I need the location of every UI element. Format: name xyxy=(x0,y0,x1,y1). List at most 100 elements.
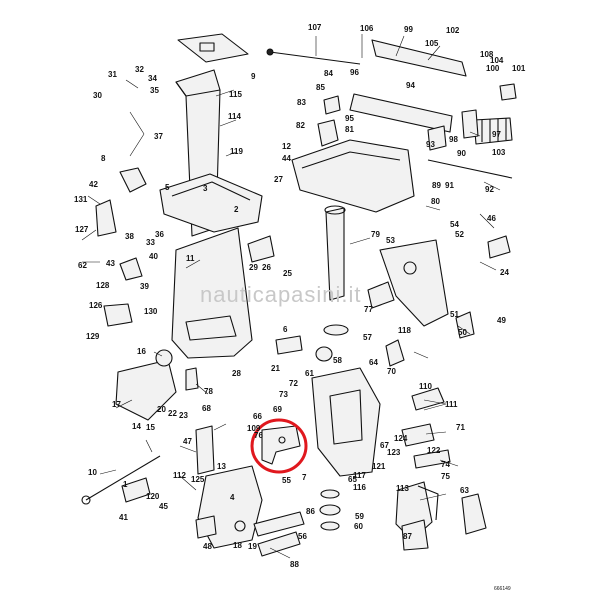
part-number-label-14: 14 xyxy=(132,422,141,431)
part-number-label-6: 6 xyxy=(283,325,288,334)
gearcase-part xyxy=(115,359,177,421)
part-number-label-69: 69 xyxy=(273,405,282,414)
gasket-plate-hole xyxy=(199,42,215,52)
part-number-label-30: 30 xyxy=(93,91,102,100)
tiller-arm-part xyxy=(371,39,467,77)
part-number-label-50: 50 xyxy=(458,328,467,337)
part-number-label-25: 25 xyxy=(283,269,292,278)
part-number-label-20: 20 xyxy=(157,405,166,414)
part-number-label-24: 24 xyxy=(500,268,509,277)
part-number-label-107: 107 xyxy=(308,23,322,32)
part-number-label-124: 124 xyxy=(394,434,408,443)
part-number-label-46: 46 xyxy=(487,214,496,223)
part-number-label-130: 130 xyxy=(144,307,158,316)
part-number-label-54: 54 xyxy=(450,220,459,229)
part-number-label-113: 113 xyxy=(396,484,409,493)
part-number-label-19: 19 xyxy=(248,542,257,551)
part-number-label-82: 82 xyxy=(296,121,305,130)
part-number-label-116: 116 xyxy=(353,483,366,492)
part-number-label-99: 99 xyxy=(404,25,413,34)
part-number-label-112: 112 xyxy=(173,471,186,480)
part-number-label-29: 29 xyxy=(249,263,258,272)
part-number-label-63: 63 xyxy=(460,486,469,495)
drawing-code: 666149 xyxy=(494,586,511,592)
adapter-housing-part xyxy=(159,173,263,233)
part-number-label-10: 10 xyxy=(88,468,97,477)
part-number-label-93: 93 xyxy=(426,140,435,149)
part-number-label-58: 58 xyxy=(333,356,342,365)
part-number-label-65: 65 xyxy=(348,475,357,484)
part-number-label-60: 60 xyxy=(354,522,363,531)
highlight-circle xyxy=(250,418,308,474)
part-number-label-26: 26 xyxy=(262,263,271,272)
part-number-label-128: 128 xyxy=(96,281,110,290)
part-number-label-5: 5 xyxy=(165,183,170,192)
part-number-label-94: 94 xyxy=(406,81,415,90)
part-number-label-75: 75 xyxy=(441,472,450,481)
leader-lines xyxy=(81,34,501,559)
bushing-part xyxy=(155,349,173,367)
part-number-label-53: 53 xyxy=(386,236,395,245)
part-number-label-23: 23 xyxy=(179,411,188,420)
gasket-plate-part xyxy=(177,33,249,63)
part-number-label-123: 123 xyxy=(387,448,401,457)
part-number-label-43: 43 xyxy=(106,259,115,268)
part-number-label-3: 3 xyxy=(203,184,208,193)
part-number-label-12: 12 xyxy=(282,142,291,151)
part-number-label-39: 39 xyxy=(140,282,149,291)
part-number-label-22: 22 xyxy=(168,409,177,418)
part-number-label-126: 126 xyxy=(89,301,103,310)
part-number-label-118: 118 xyxy=(398,326,411,335)
part-number-label-80: 80 xyxy=(431,197,440,206)
part-number-label-127: 127 xyxy=(75,225,89,234)
tilt-rod-part xyxy=(427,159,513,179)
part-number-label-97: 97 xyxy=(492,130,501,139)
clamp-bracket-left-part xyxy=(379,239,449,327)
part-number-label-81: 81 xyxy=(345,125,354,134)
part-number-label-100: 100 xyxy=(486,64,500,73)
part-number-label-27: 27 xyxy=(274,175,283,184)
part-number-label-61: 61 xyxy=(305,369,314,378)
part-number-label-32: 32 xyxy=(135,65,144,74)
swivel-bracket-part xyxy=(311,367,381,477)
part-number-label-2: 2 xyxy=(234,205,239,214)
part-number-label-66: 66 xyxy=(253,412,262,421)
part-number-label-91: 91 xyxy=(445,181,454,190)
part-number-label-92: 92 xyxy=(485,185,494,194)
part-number-label-109: 109 xyxy=(247,424,261,433)
part-number-label-4: 4 xyxy=(230,493,235,502)
part-number-label-59: 59 xyxy=(355,512,364,521)
part-number-label-110: 110 xyxy=(419,382,432,391)
steering-bracket-part xyxy=(291,139,415,213)
part-number-label-96: 96 xyxy=(350,68,359,77)
part-number-label-77: 77 xyxy=(364,305,373,314)
part-number-label-84: 84 xyxy=(324,69,333,78)
part-number-label-11: 11 xyxy=(186,254,195,263)
part-number-label-108: 108 xyxy=(480,50,494,59)
watermark: nauticapasini.it xyxy=(200,282,362,307)
part-number-label-9: 9 xyxy=(251,72,256,81)
part-number-label-120: 120 xyxy=(146,492,160,501)
part-number-label-98: 98 xyxy=(449,135,458,144)
part-number-label-15: 15 xyxy=(146,423,155,432)
part-number-label-73: 73 xyxy=(279,390,288,399)
part-number-label-68: 68 xyxy=(202,404,211,413)
part-number-label-31: 31 xyxy=(108,70,117,79)
part-number-label-89: 89 xyxy=(432,181,441,190)
tiller-tube-part xyxy=(349,93,453,133)
part-number-label-16: 16 xyxy=(137,347,146,356)
part-number-label-51: 51 xyxy=(450,310,459,319)
part-number-label-67: 67 xyxy=(380,441,389,450)
part-number-label-48: 48 xyxy=(203,542,212,551)
part-number-label-44: 44 xyxy=(282,154,291,163)
part-number-label-78: 78 xyxy=(204,387,213,396)
part-number-label-7: 7 xyxy=(302,473,307,482)
part-number-label-72: 72 xyxy=(289,379,298,388)
part-number-label-87: 87 xyxy=(403,532,412,541)
part-number-label-104: 104 xyxy=(490,56,504,65)
steering-shaft-part xyxy=(325,207,345,301)
part-number-label-131: 131 xyxy=(74,195,88,204)
part-number-label-18: 18 xyxy=(233,541,242,550)
part-number-label-111: 111 xyxy=(445,400,458,409)
